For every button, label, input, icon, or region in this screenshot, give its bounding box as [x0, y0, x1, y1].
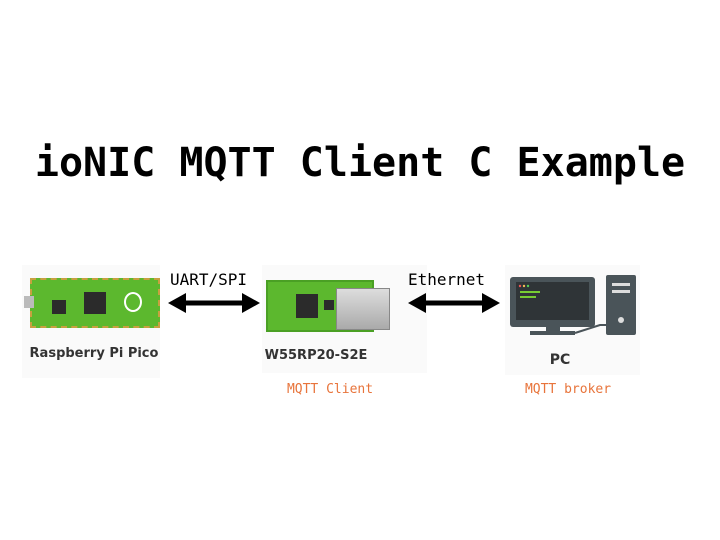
- page-title: ioNIC MQTT Client C Example: [34, 140, 686, 186]
- ethernet-arrow: [408, 293, 500, 313]
- uart-spi-arrow: [168, 293, 260, 313]
- pico-board-image: [24, 278, 160, 328]
- ethernet-label: Ethernet: [408, 270, 486, 289]
- w55rp20-label: W55RP20-S2E: [264, 348, 368, 363]
- uart-spi-label: UART/SPI: [170, 270, 248, 289]
- w55rp20-board-image: [266, 280, 390, 332]
- pc-icon: [510, 275, 636, 335]
- pc-label: PC: [549, 352, 571, 368]
- w55rp20-role: MQTT Client: [286, 382, 374, 397]
- pico-label: Raspberry Pi Pico: [29, 346, 159, 361]
- pc-role: MQTT broker: [524, 382, 612, 397]
